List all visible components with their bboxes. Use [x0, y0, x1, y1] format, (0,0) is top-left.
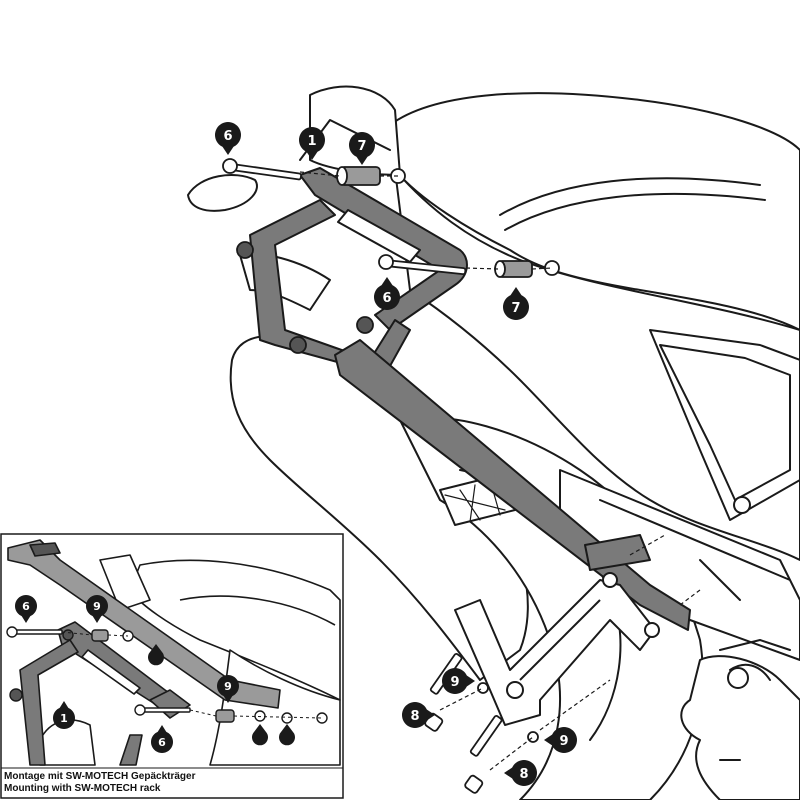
svg-text:6: 6: [22, 600, 30, 613]
inset-callout-9-top: 9: [85, 595, 108, 623]
caption-english: Mounting with SW-MOTECH rack: [4, 783, 161, 794]
svg-text:9: 9: [224, 680, 232, 693]
callouts-main: 6 1 7 6 7 9 8 9: [214, 122, 577, 786]
svg-text:7: 7: [511, 301, 520, 316]
svg-text:6: 6: [382, 291, 391, 306]
callout-8-upper: 8: [401, 702, 435, 728]
hand: [680, 655, 800, 801]
svg-text:9: 9: [450, 675, 459, 690]
rear-frame-top: [309, 85, 401, 176]
callout-8-lower: 8: [504, 760, 537, 786]
svg-text:8: 8: [519, 767, 528, 782]
inset-assembly-lines: [61, 631, 323, 719]
inset-side-carrier: [19, 621, 191, 766]
svg-text:8: 8: [410, 709, 419, 724]
motorcycle-outline: [187, 85, 800, 801]
inset-marker-drop: [148, 644, 295, 752]
svg-text:9: 9: [559, 734, 568, 749]
inset-luggage-rack: [7, 539, 281, 709]
svg-text:7: 7: [357, 139, 366, 154]
svg-text:6: 6: [223, 129, 232, 144]
svg-text:9: 9: [93, 600, 101, 613]
svg-text:1: 1: [307, 134, 316, 149]
callout-1-top: 1: [298, 127, 325, 160]
side-carrier-bracket: [249, 167, 691, 631]
callout-7-top: 7: [348, 132, 375, 165]
inset-callout-6-bottom: 6: [150, 725, 173, 753]
callouts-inset: 6 9 1 6 9: [14, 595, 295, 753]
callout-9-lower: 9: [544, 727, 577, 753]
taillight: [187, 174, 258, 212]
callout-6-top-left: 6: [214, 122, 241, 155]
callout-6-middle: 6: [373, 277, 400, 310]
inset-callout-6-left: 6: [14, 595, 37, 623]
seat: [389, 92, 800, 331]
side-panel-cutout: [649, 329, 800, 521]
lower-bracket: [454, 572, 660, 726]
svg-text:1: 1: [60, 712, 68, 725]
assembly-lines: [299, 171, 701, 771]
inset-panel: 6 9 1 6 9: [0, 533, 344, 799]
caption-german: Montage mit SW-MOTECH Gepäckträger: [4, 771, 196, 782]
svg-text:6: 6: [158, 736, 166, 749]
inset-motorcycle: [39, 554, 341, 766]
inset-callout-9-right: 9: [216, 675, 239, 703]
inset-callout-1: 1: [52, 701, 75, 729]
callout-7-right: 7: [502, 287, 529, 320]
callout-9-upper: 9: [441, 668, 475, 694]
inset-fasteners: [6, 626, 328, 749]
